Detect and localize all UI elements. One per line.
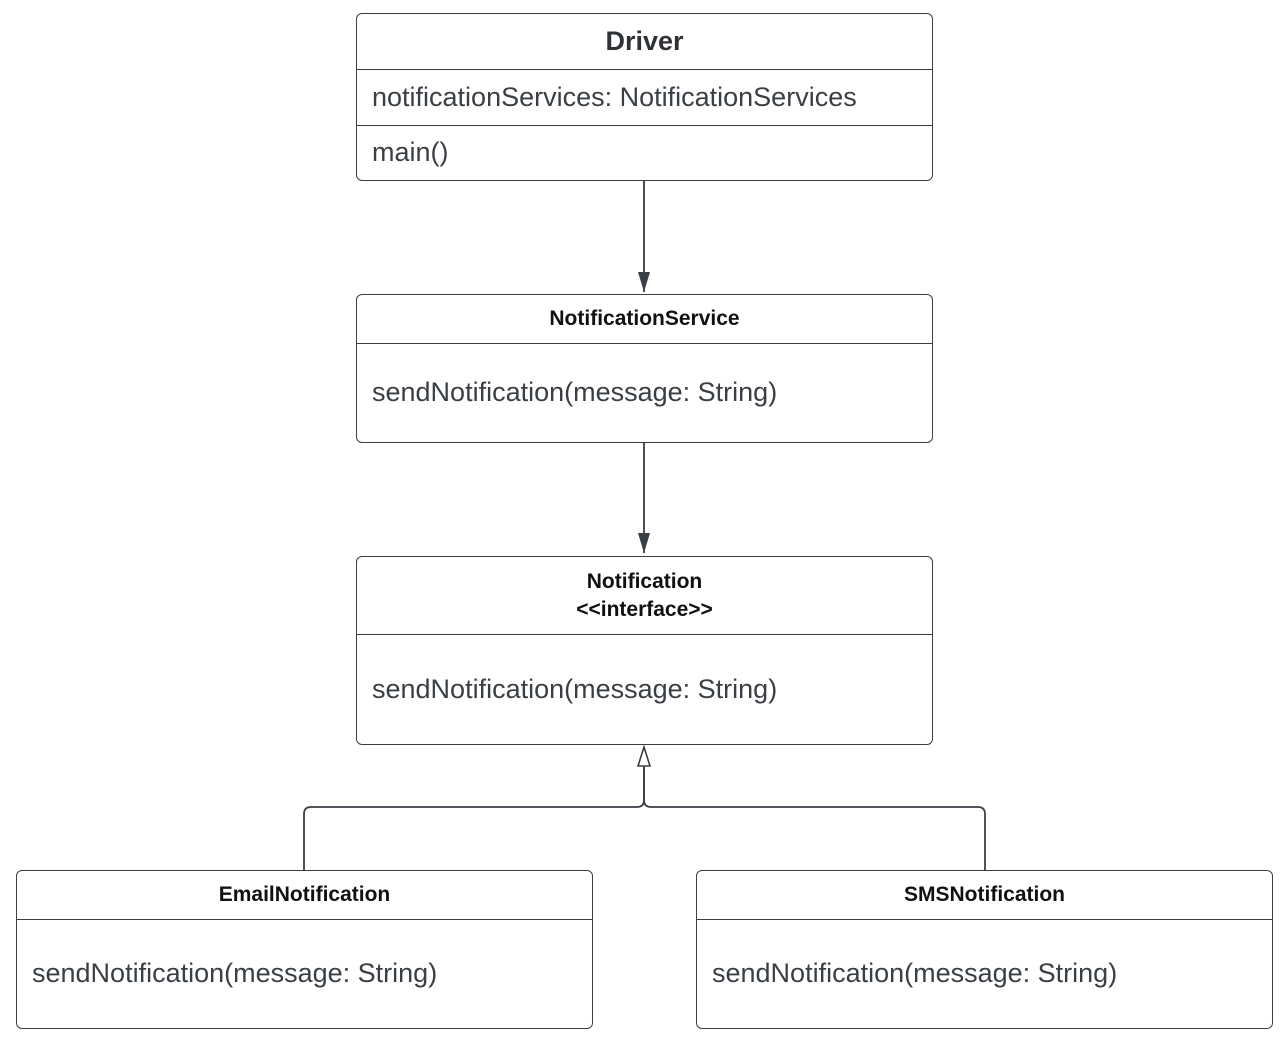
class-notification-service-methods: sendNotification(message: String) <box>357 344 932 441</box>
class-email-notification-name: EmailNotification <box>17 871 592 920</box>
realization-triangle-head <box>636 744 652 767</box>
class-driver-attributes: notificationServices: NotificationServic… <box>357 70 932 126</box>
class-email-notification-methods: sendNotification(message: String) <box>17 920 592 1027</box>
class-name-text: SMSNotification <box>904 883 1065 906</box>
class-notification-service-name: NotificationService <box>357 295 932 344</box>
class-email-notification[interactable]: EmailNotification sendNotification(messa… <box>16 870 593 1029</box>
class-name-text: Notification <box>586 569 703 593</box>
class-name-text: NotificationService <box>549 307 740 330</box>
class-driver-methods: main() <box>357 126 932 178</box>
class-sms-notification-name: SMSNotification <box>697 871 1272 920</box>
class-driver-name: Driver <box>357 14 932 70</box>
stereotype-text: <<interface>> <box>576 597 713 621</box>
arrowhead-service-to-notification <box>638 533 650 553</box>
method-text: sendNotification(message: String) <box>372 673 778 704</box>
interface-notification[interactable]: Notification <<interface>> sendNotificat… <box>356 556 933 745</box>
class-name-text: EmailNotification <box>218 883 391 906</box>
realization-line-sms <box>643 766 986 870</box>
attribute-text: notificationServices: NotificationServic… <box>372 82 857 112</box>
method-text: sendNotification(message: String) <box>372 377 778 407</box>
arrowhead-driver-to-service <box>638 272 650 292</box>
class-sms-notification-methods: sendNotification(message: String) <box>697 920 1272 1027</box>
method-text: sendNotification(message: String) <box>32 958 438 988</box>
class-notification-service[interactable]: NotificationService sendNotification(mes… <box>356 294 933 443</box>
class-sms-notification[interactable]: SMSNotification sendNotification(message… <box>696 870 1273 1029</box>
class-driver[interactable]: Driver notificationServices: Notificatio… <box>356 13 933 181</box>
interface-notification-methods: sendNotification(message: String) <box>357 635 932 743</box>
interface-notification-name: Notification <<interface>> <box>357 557 932 635</box>
realization-line-email <box>303 766 645 870</box>
class-name-text: Driver <box>605 26 684 56</box>
method-text: sendNotification(message: String) <box>712 958 1118 988</box>
method-text: main() <box>372 136 449 167</box>
